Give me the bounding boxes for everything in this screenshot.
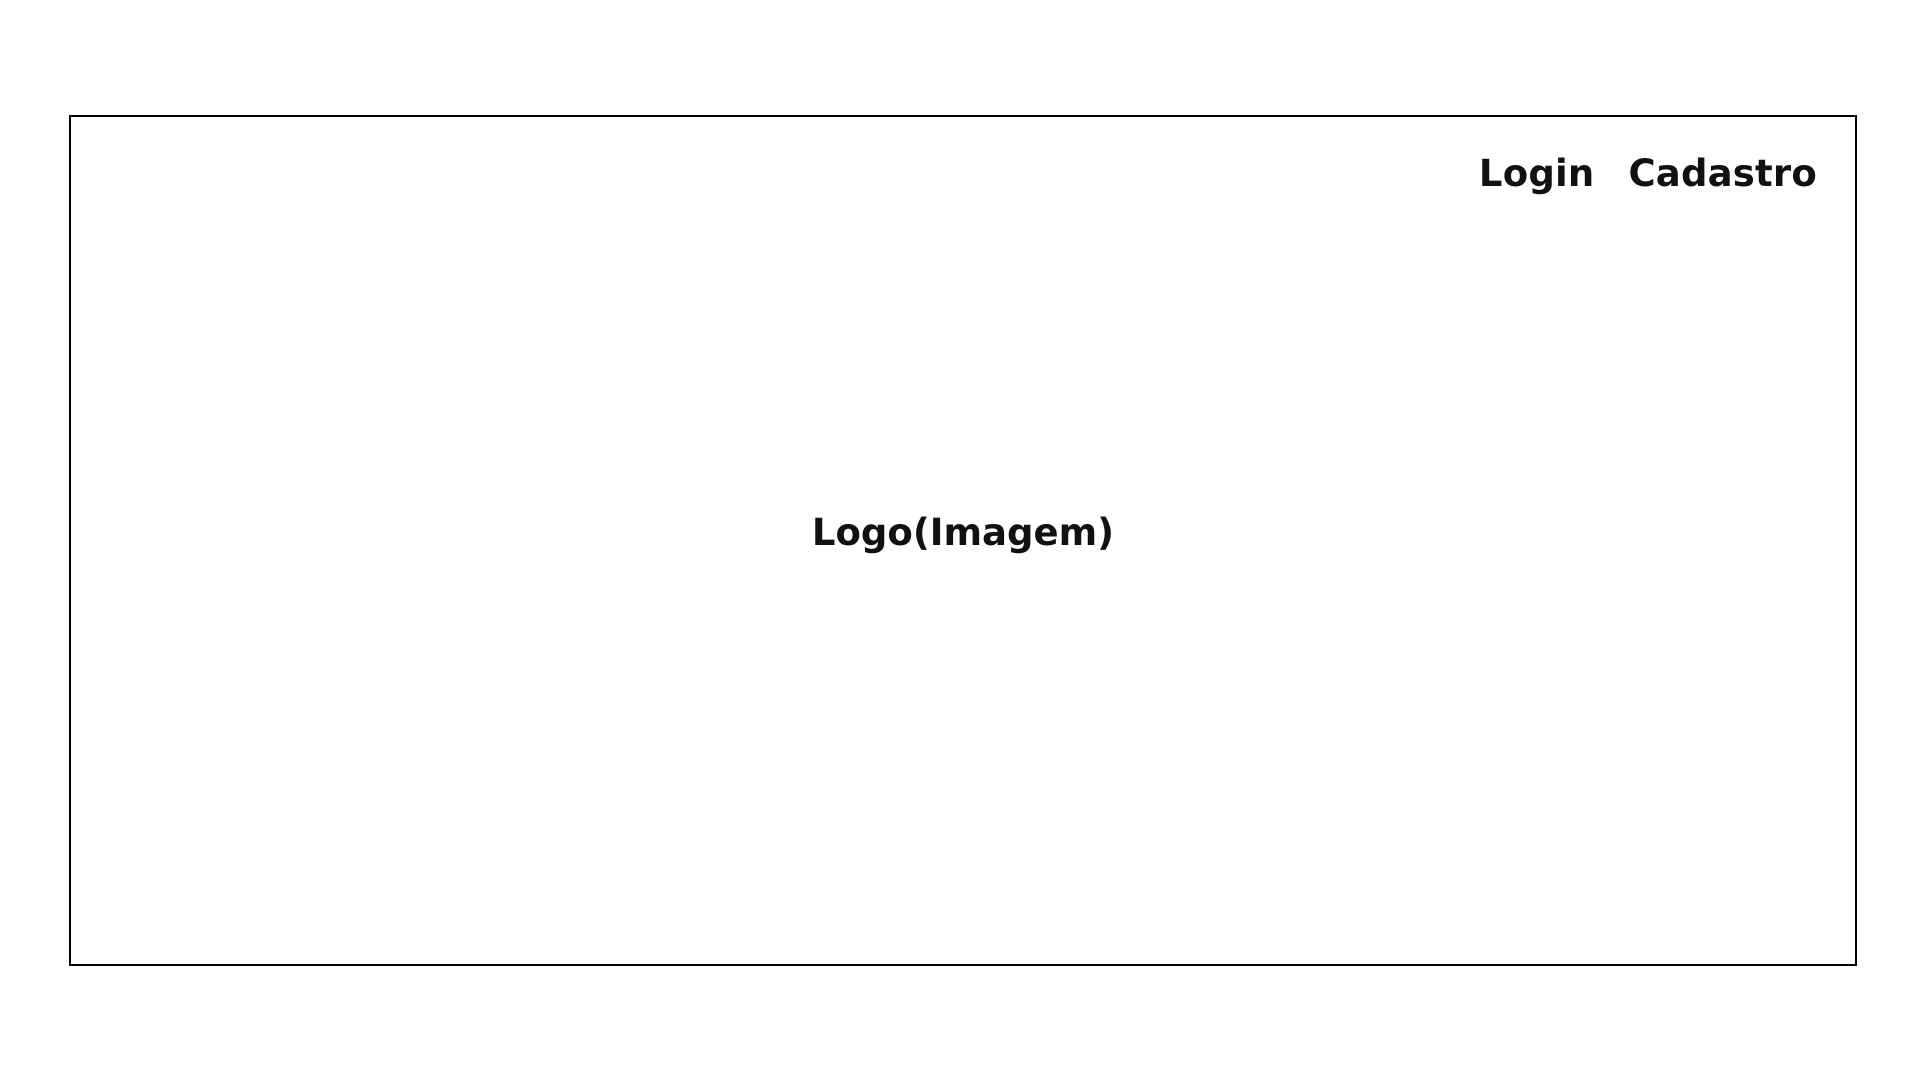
login-link[interactable]: Login: [1478, 152, 1595, 195]
signup-link[interactable]: Cadastro: [1628, 152, 1817, 195]
top-navigation: Login Cadastro: [1479, 155, 1817, 192]
wireframe-container: Login Cadastro Logo(Imagem): [69, 115, 1857, 966]
logo-placeholder: Logo(Imagem): [811, 511, 1115, 554]
